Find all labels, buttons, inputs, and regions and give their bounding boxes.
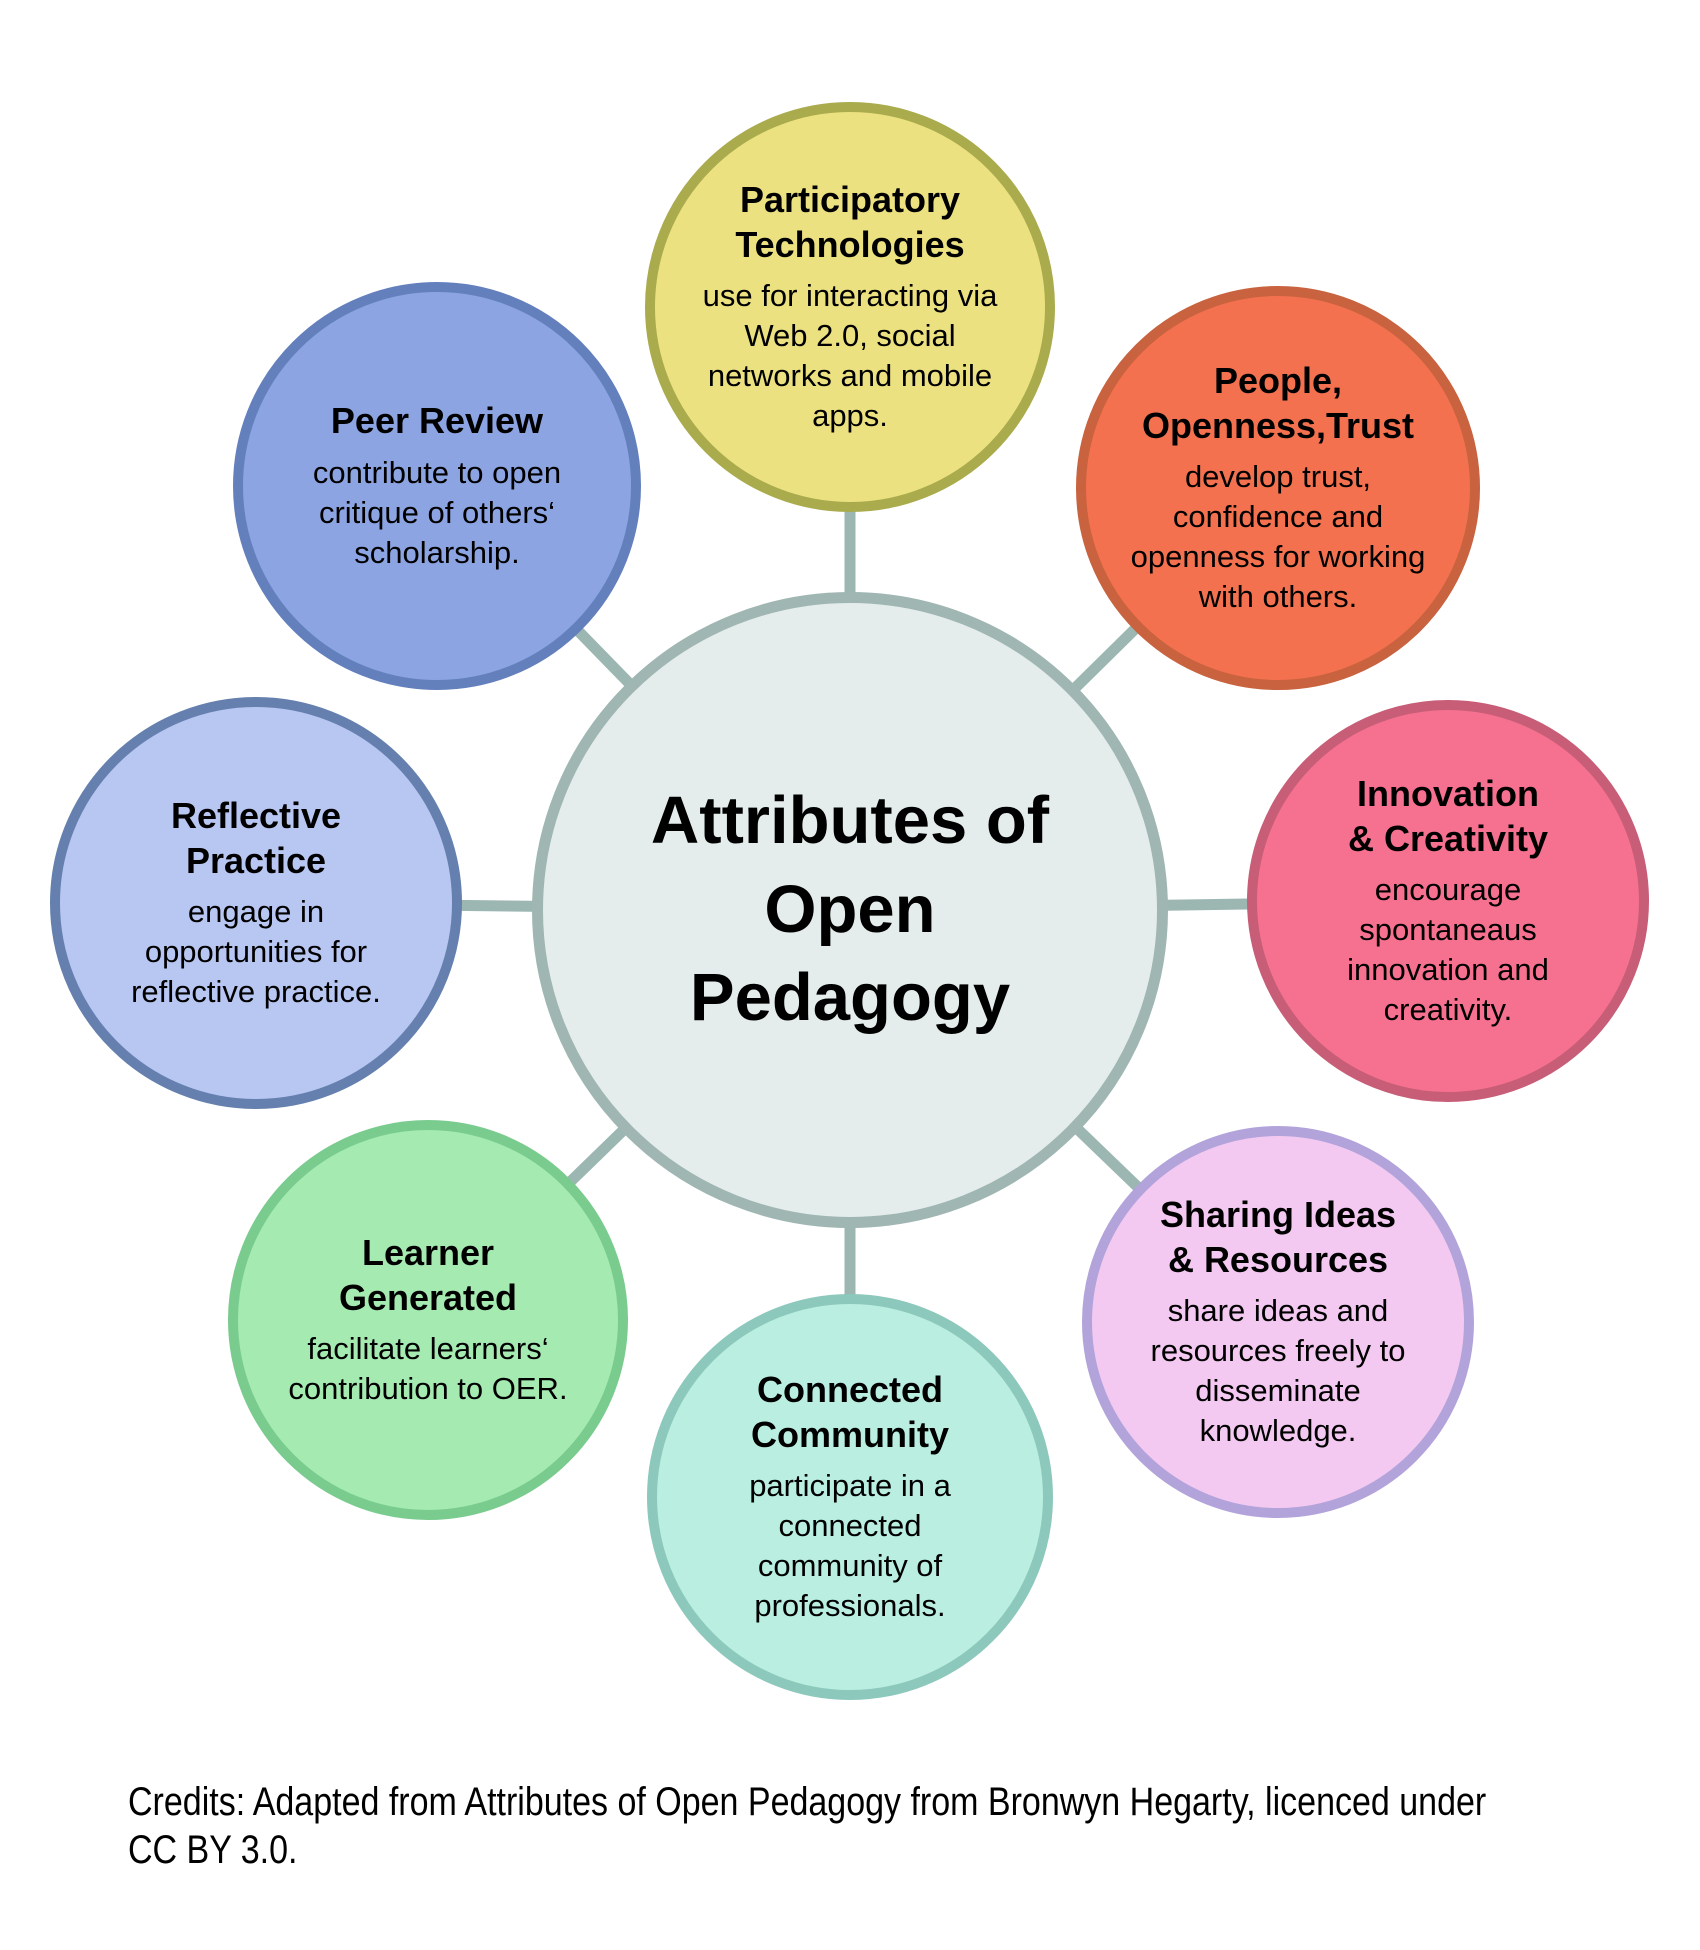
node-title: Learner Generated	[338, 1231, 518, 1318]
node-connected-community: Connected Community participate in a con…	[647, 1294, 1053, 1700]
node-body: engage in opportunities for reflective p…	[131, 894, 381, 1010]
node-title: Reflective Practice	[170, 794, 342, 881]
credits-text: Credits: Adapted from Attributes of Open…	[128, 1780, 1487, 1872]
node-reflective-practice: Reflective Practice engage in opportunit…	[50, 697, 462, 1109]
node-title: Participatory Technologies	[735, 178, 965, 265]
node-title: Peer Review	[330, 400, 544, 442]
node-body: participate in a connected community of …	[749, 1468, 951, 1624]
node-body: facilitate learners‘ contribution to OER…	[288, 1331, 568, 1407]
node-peer-review: Peer Review contribute to open critique …	[233, 282, 641, 690]
node-title: Sharing Ideas & Resources	[1159, 1193, 1397, 1280]
node-body: develop trust, confidence and openness f…	[1130, 459, 1426, 615]
node-body: encourage spontaneaus innovation and cre…	[1347, 872, 1549, 1028]
node-title: People, Openness,Trust	[1141, 359, 1415, 446]
node-body: contribute to open critique of others‘ s…	[312, 454, 562, 570]
node-body: use for interacting via Web 2.0, social …	[702, 278, 998, 434]
node-body: share ideas and resources freely to diss…	[1150, 1293, 1406, 1449]
node-innovation-creativity: Innovation & Creativity encourage sponta…	[1247, 700, 1649, 1102]
node-sharing-ideas-resources: Sharing Ideas & Resources share ideas an…	[1082, 1126, 1474, 1518]
hub-title: Attributes of Open Pedagogy	[650, 783, 1050, 1036]
node-participatory-technologies: Participatory Technologies use for inter…	[645, 102, 1055, 512]
node-title: Innovation & Creativity	[1347, 772, 1549, 859]
node-title: Connected Community	[751, 1368, 949, 1455]
node-people-openness-trust: People, Openness,Trust develop trust, co…	[1076, 286, 1480, 690]
node-learner-generated: Learner Generated facilitate learners‘ c…	[228, 1120, 628, 1520]
hub-circle-attributes-of-open-pedagogy: Attributes of Open Pedagogy	[532, 592, 1168, 1228]
